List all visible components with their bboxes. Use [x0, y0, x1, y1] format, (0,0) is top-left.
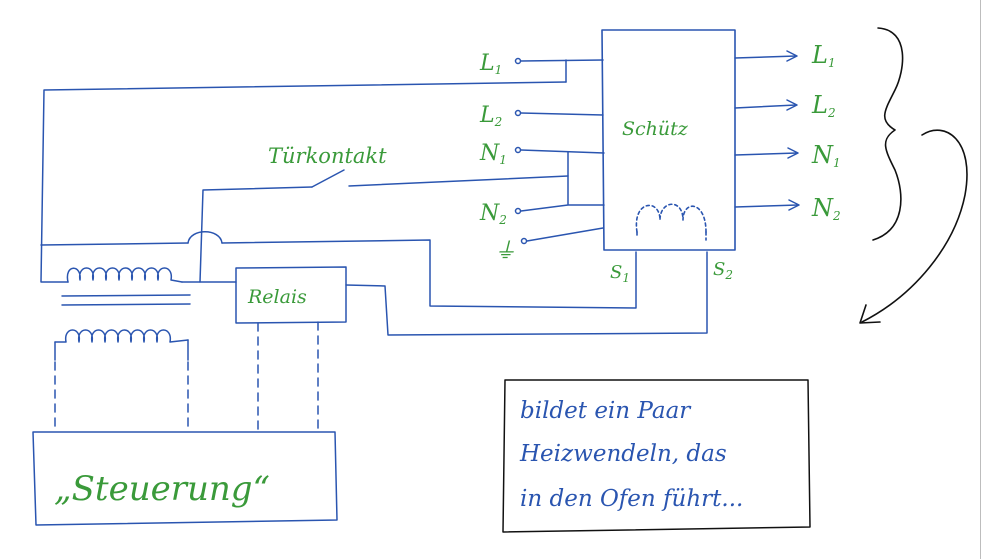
output-n2-label: N2 [811, 194, 841, 223]
input-ground-label: ⏚ [494, 239, 516, 264]
contactor [601, 29, 736, 251]
terminal-n2-in [514, 207, 522, 215]
output-l2-label: L2 [811, 91, 836, 120]
note-line-3: in den Ofen führt... [520, 486, 743, 512]
output-wires [734, 50, 800, 211]
input-wires [520, 59, 605, 242]
note-box [502, 379, 811, 533]
note-line-2: Heizwendeln, das [519, 441, 727, 467]
note-line-1: bildet ein Paar [520, 398, 692, 424]
door-contact-label: Türkontakt [268, 144, 387, 168]
transformer-primary-coil [66, 267, 183, 283]
input-l1-label: L1 [479, 51, 502, 77]
terminal-l1-in [514, 57, 522, 65]
contactor-box [601, 29, 736, 251]
terminal-l2-in [514, 109, 522, 117]
terminal-n1-in [514, 146, 522, 154]
terminal-ground-in [520, 237, 528, 245]
controller-label: „Steuerung“ [54, 469, 270, 509]
s2-label: S2 [713, 259, 733, 282]
input-terminals [514, 57, 528, 245]
relay [235, 266, 347, 433]
output-l1-label: L1 [811, 41, 836, 70]
input-n2-label: N2 [479, 201, 507, 227]
relay-label: Relais [247, 286, 307, 308]
input-n1-label: N1 [479, 141, 507, 167]
contactor-coil [635, 203, 707, 233]
controller-box [32, 431, 338, 526]
control-wiring [40, 81, 708, 336]
curly-brace [872, 27, 904, 241]
transformer [54, 267, 191, 431]
controller [32, 431, 338, 526]
s1-label: S1 [610, 262, 630, 285]
input-l2-label: L2 [479, 103, 502, 129]
curved-arrow [861, 129, 968, 323]
contactor-label: Schütz [622, 118, 689, 140]
transformer-secondary-coil [54, 329, 189, 343]
output-n1-label: N1 [811, 141, 841, 170]
brace-annotation [859, 27, 968, 324]
relay-box [235, 266, 347, 324]
